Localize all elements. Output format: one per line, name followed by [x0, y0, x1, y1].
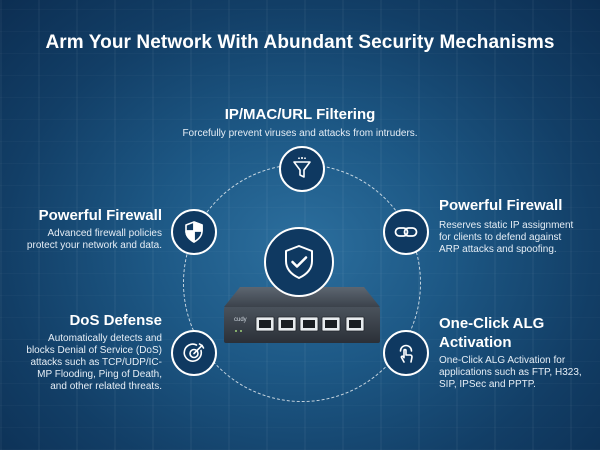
firewall-left-desc-line: protect your network and data. — [26, 240, 162, 251]
shield-icon — [171, 209, 217, 255]
firewall-left-title: Powerful Firewall — [38, 207, 162, 224]
firewall-right-title: Powerful Firewall — [439, 197, 563, 214]
firewall-left-desc-line: Advanced firewall policies — [47, 228, 162, 239]
alg-desc: One-Click ALG Activation for application… — [439, 355, 597, 391]
chain-link-icon — [383, 209, 429, 255]
alg-title: One-Click ALG Activation — [439, 314, 589, 352]
dos-desc-line: attacks such as TCP/UDP/IC- — [30, 357, 162, 368]
alg-title-line: Activation — [439, 334, 512, 351]
filtering-title: IP/MAC/URL Filtering — [224, 106, 376, 123]
filtering-desc: Forcefully prevent viruses and attacks f… — [182, 128, 418, 139]
firewall-right-desc-line: Reserves static IP assignment — [439, 220, 574, 231]
firewall-left-desc: Advanced firewall policies protect your … — [10, 228, 162, 252]
dos-desc-line: blocks Denial of Service (DoS) — [26, 345, 162, 356]
dos-desc-line: Automatically detects and — [48, 333, 162, 344]
dos-desc: Automatically detects and blocks Denial … — [8, 333, 162, 393]
router-brand: cudy — [234, 317, 247, 323]
alg-desc-line: applications such as FTP, H323, — [439, 367, 582, 378]
page-title: Arm Your Network With Abundant Security … — [45, 32, 555, 53]
target-icon — [171, 330, 217, 376]
alg-desc-line: SIP, IPSec and PPTP. — [439, 379, 536, 390]
alg-desc-line: One-Click ALG Activation for — [439, 355, 566, 366]
dos-desc-line: MP Flooding, Ping of Death, — [37, 369, 162, 380]
funnel-icon — [279, 146, 325, 192]
tap-icon — [383, 330, 429, 376]
alg-title-line: One-Click ALG — [439, 315, 545, 332]
router-image: cudy — [224, 287, 380, 343]
firewall-right-desc-line: ARP attacks and spoofing. — [439, 244, 557, 255]
dos-title: DoS Defense — [69, 312, 162, 329]
dos-desc-line: and other related threats. — [50, 381, 162, 392]
shield-check-icon — [264, 227, 334, 297]
firewall-right-desc-line: for clients to defend against — [439, 232, 562, 243]
firewall-right-desc: Reserves static IP assignment for client… — [439, 220, 594, 256]
